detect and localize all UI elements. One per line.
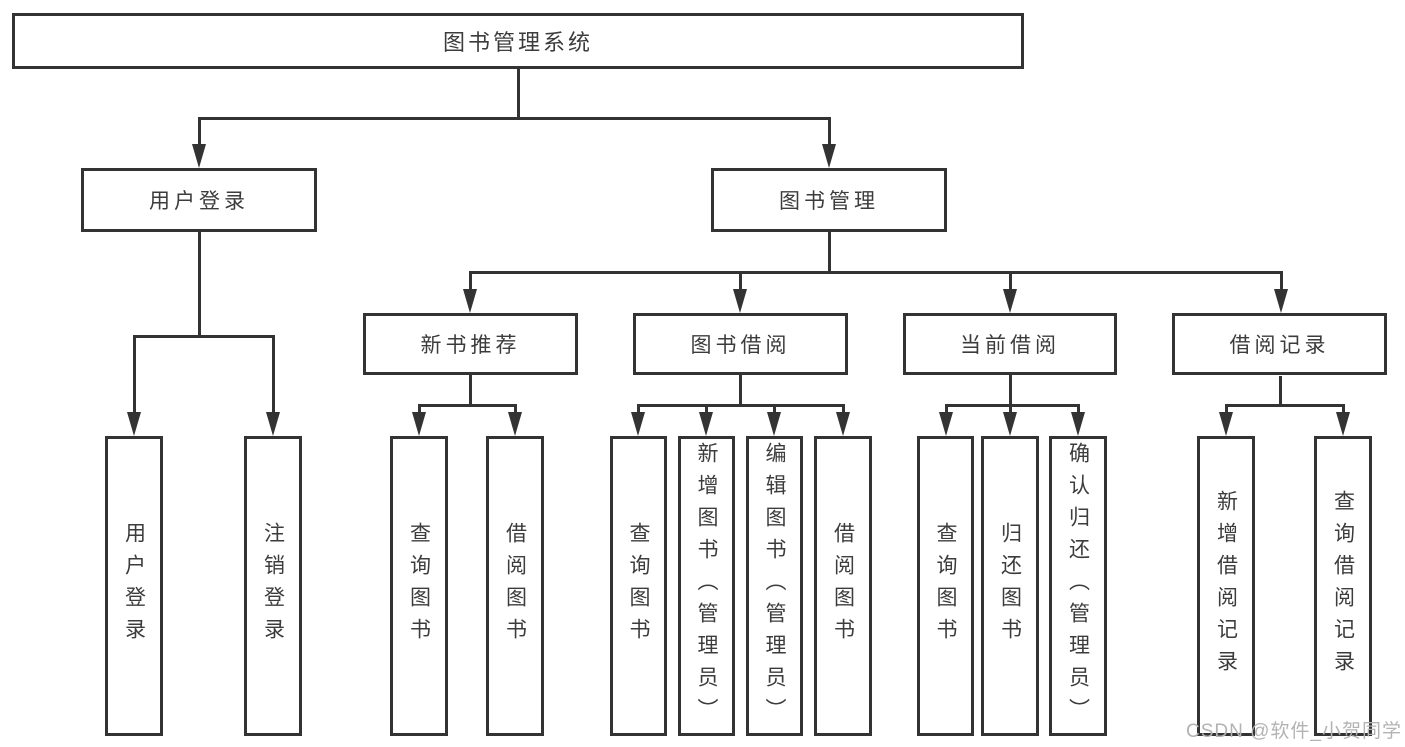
arrowhead-query-record <box>1336 412 1350 436</box>
leaf-query-book-a-label: 查询图书 <box>407 522 431 650</box>
edge-newbook-bar <box>418 404 517 407</box>
leaf-logout-label: 注销登录 <box>261 522 285 650</box>
leaf-confirm-return: 确认归还（管理员） <box>1049 436 1107 736</box>
leaf-add-record-label: 新增借阅记录 <box>1214 490 1238 682</box>
edge-currentborrow-shaft-1 <box>945 404 948 414</box>
edge-bookmgmt-trunk <box>828 232 831 274</box>
arrowhead-leaf-user-login <box>127 412 141 436</box>
arrowhead-borrow-records <box>1274 289 1288 313</box>
csdn-watermark: CSDN @软件_小贺同学 <box>1186 721 1402 742</box>
arrowhead-new-book-rec <box>463 289 477 313</box>
arrowhead-return-book <box>1003 412 1017 436</box>
node-book-mgmt: 图书管理 <box>711 168 947 232</box>
edge-newbook-shaft-1 <box>418 404 421 414</box>
leaf-add-book: 新增图书（管理员） <box>678 436 735 736</box>
edge-bookborrow-shaft-2 <box>705 404 708 414</box>
edge-newbook-trunk <box>469 375 472 406</box>
arrowhead-current-borrow <box>1003 289 1017 313</box>
node-book-borrow-label: 图书借阅 <box>690 334 791 357</box>
node-user-login: 用户登录 <box>81 168 317 232</box>
arrowhead-confirm-return <box>1071 412 1085 436</box>
node-new-book-rec: 新书推荐 <box>363 313 578 375</box>
leaf-logout: 注销登录 <box>244 436 302 736</box>
edge-newbook-shaft-2 <box>514 404 517 414</box>
edge-bookborrow-shaft-4 <box>842 404 845 414</box>
leaf-query-book-b: 查询图书 <box>610 436 667 736</box>
node-book-mgmt-label: 图书管理 <box>779 190 879 213</box>
edge-bookmgmt-shaft-3 <box>1009 271 1012 291</box>
edge-bookmgmt-shaft-4 <box>1280 271 1283 291</box>
leaf-confirm-return-label: 确认归还（管理员） <box>1066 442 1090 730</box>
arrowhead-user-login <box>192 144 206 168</box>
edge-currentborrow-shaft-2 <box>1009 404 1012 414</box>
edge-borrowrecords-shaft-2 <box>1342 404 1345 414</box>
arrowhead-borrow-book-a <box>508 412 522 436</box>
leaf-query-record: 查询借阅记录 <box>1314 436 1372 736</box>
leaf-borrow-book-a-label: 借阅图书 <box>503 522 527 650</box>
leaf-query-record-label: 查询借阅记录 <box>1331 490 1355 682</box>
leaf-borrow-book-a: 借阅图书 <box>486 436 544 736</box>
edge-bookborrow-bar <box>637 404 845 407</box>
node-current-borrow: 当前借阅 <box>903 313 1117 375</box>
edge-bookborrow-trunk <box>739 375 742 406</box>
leaf-return-book-label: 归还图书 <box>998 522 1022 650</box>
leaf-borrow-book-b: 借阅图书 <box>814 436 872 736</box>
arrowhead-edit-book <box>767 412 781 436</box>
edge-currentborrow-bar <box>945 404 1080 407</box>
node-current-borrow-label: 当前借阅 <box>960 334 1060 357</box>
arrowhead-query-book-c <box>939 412 953 436</box>
leaf-add-book-label: 新增图书（管理员） <box>695 442 718 730</box>
arrowhead-borrow-book-b <box>836 412 850 436</box>
arrowhead-add-book <box>699 412 713 436</box>
edge-borrowrecords-bar <box>1225 404 1345 407</box>
node-root-label: 图书管理系统 <box>442 30 593 55</box>
edge-bookborrow-shaft-1 <box>637 404 640 414</box>
arrowhead-book-mgmt <box>822 144 836 168</box>
leaf-user-login: 用户登录 <box>105 436 163 736</box>
node-borrow-records: 借阅记录 <box>1172 313 1387 375</box>
edge-userlogin-shaft-1 <box>133 335 136 414</box>
node-borrow-records-label: 借阅记录 <box>1229 334 1330 357</box>
edge-bookmgmt-bar <box>469 271 1283 274</box>
edge-bookmgmt-shaft-1 <box>469 271 472 291</box>
leaf-borrow-book-b-label: 借阅图书 <box>831 522 855 650</box>
leaf-edit-book-label: 编辑图书（管理员） <box>763 442 786 730</box>
node-user-login-label: 用户登录 <box>149 190 249 213</box>
edge-borrowrecords-trunk <box>1279 376 1282 406</box>
edge-borrowrecords-shaft-1 <box>1225 404 1228 414</box>
leaf-query-book-b-label: 查询图书 <box>627 522 650 650</box>
arrowhead-query-book-b <box>631 412 645 436</box>
leaf-edit-book: 编辑图书（管理员） <box>746 436 803 736</box>
edge-root-bar <box>198 117 831 120</box>
leaf-query-book-c: 查询图书 <box>917 436 974 736</box>
node-book-borrow: 图书借阅 <box>633 313 848 375</box>
edge-userlogin-trunk <box>198 232 201 337</box>
leaf-return-book: 归还图书 <box>981 436 1039 736</box>
edge-currentborrow-trunk <box>1009 374 1012 406</box>
arrowhead-add-record <box>1219 412 1233 436</box>
edge-root-arrow-shaft-right <box>828 117 831 146</box>
edge-userlogin-shaft-2 <box>272 335 275 414</box>
leaf-query-book-c-label: 查询图书 <box>934 522 957 650</box>
node-root: 图书管理系统 <box>12 13 1024 69</box>
leaf-user-login-label: 用户登录 <box>122 522 146 650</box>
edge-bookborrow-shaft-3 <box>773 404 776 414</box>
edge-bookmgmt-shaft-2 <box>739 271 742 291</box>
edge-currentborrow-shaft-3 <box>1077 404 1080 414</box>
edge-userlogin-bar <box>133 335 275 338</box>
node-new-book-rec-label: 新书推荐 <box>420 334 521 357</box>
leaf-query-book-a: 查询图书 <box>390 436 448 736</box>
arrowhead-query-book-a <box>412 412 426 436</box>
arrowhead-leaf-logout <box>266 412 280 436</box>
leaf-add-record: 新增借阅记录 <box>1197 436 1255 736</box>
edge-root-trunk <box>517 69 520 119</box>
edge-root-arrow-shaft-left <box>198 117 201 146</box>
arrowhead-book-borrow <box>733 289 747 313</box>
